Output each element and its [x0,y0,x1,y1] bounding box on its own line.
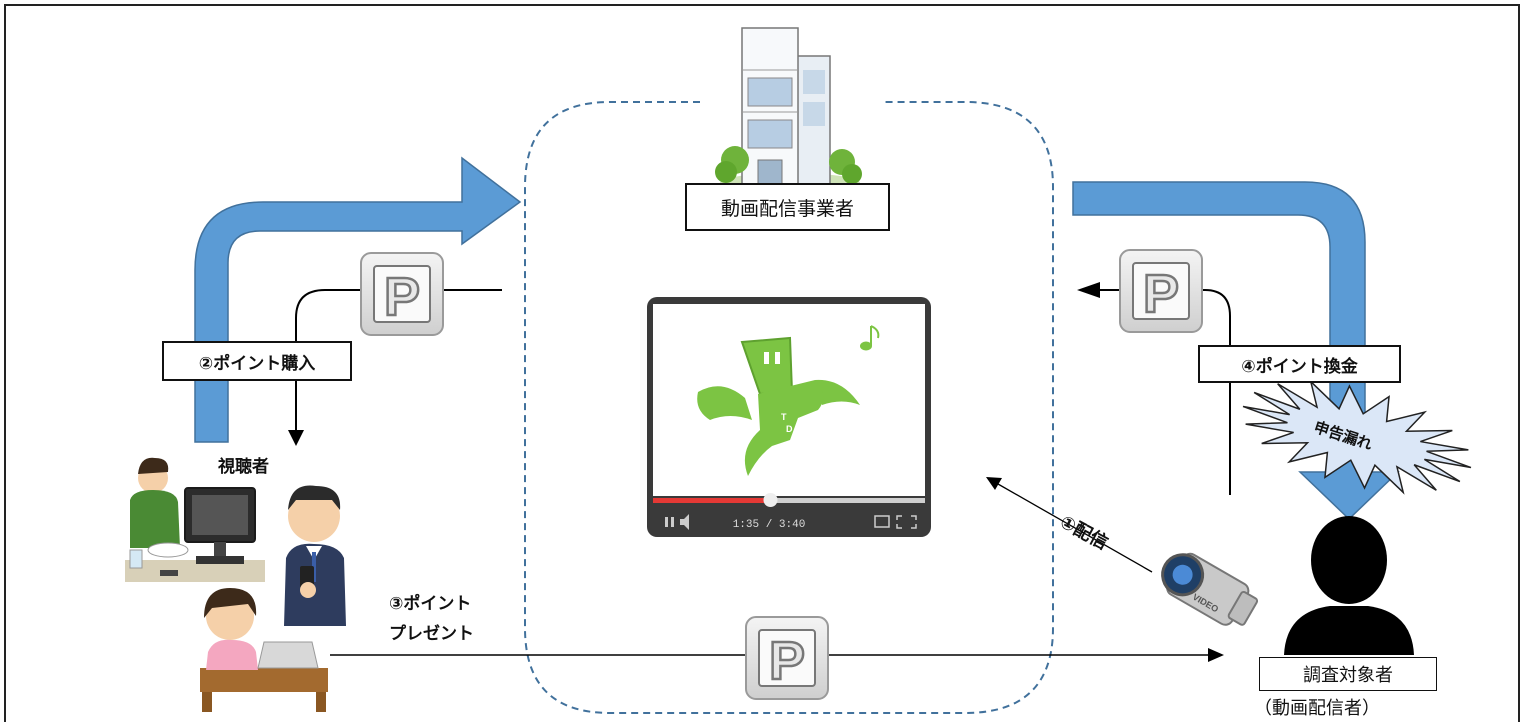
progress-track [653,498,925,503]
purchase-point-line [295,289,502,430]
subject-label: 調査対象者 [1259,657,1437,691]
svg-text:T: T [781,412,787,422]
video-time: 1:35 / 3:40 [733,519,806,531]
viewer-businessman-illustration [284,485,346,626]
building-icon [715,27,862,193]
exchange-point-line [1100,289,1231,495]
svg-text:D: D [786,424,793,434]
viewer-pc-illustration [125,457,265,582]
subject-sublabel: （動画配信者） [1254,698,1380,719]
streamer-silhouette-icon [1284,516,1414,655]
point-glyph: P [384,267,420,327]
point-icon-exchange: P [1119,249,1203,333]
undeclared-burst [1242,379,1472,495]
viewer-laptop-illustration [200,588,328,712]
purchase-point-arrowhead [288,430,304,446]
pause-icon [665,517,668,527]
miniplayer-icon [874,515,890,528]
purchase-flow-arrow [194,156,522,443]
step3-label-line1: ③ポイント [389,594,472,614]
point-icon-present: P [745,616,829,700]
point-glyph: P [769,631,805,691]
company-label: 動画配信事業者 [685,183,890,231]
video-player: 1:35 / 3:40 T D [647,297,931,537]
volume-icon [680,514,689,530]
distribution-line [997,483,1153,573]
distribution-arrowhead [986,477,1002,490]
outer-frame [4,4,1520,722]
point-glyph: P [1143,264,1179,324]
exchange-point-arrowhead [1077,282,1100,298]
step2-label: ②ポイント購入 [162,341,352,381]
present-point-arrowhead [1208,648,1224,662]
point-icon-purchase: P [360,252,444,336]
progress-fill [653,498,771,503]
mascot-icon: T D [697,336,860,476]
fullscreen-icon [896,515,917,529]
step3-label-line2: プレゼント [389,624,474,644]
music-note-icon [860,325,880,351]
progress-knob [763,493,778,507]
viewer-label: 視聴者 [218,457,269,477]
video-camera-icon: VIDEO [1161,552,1259,626]
platform-dashed-border [524,101,1054,714]
step4-label: ④ポイント換金 [1198,345,1401,383]
